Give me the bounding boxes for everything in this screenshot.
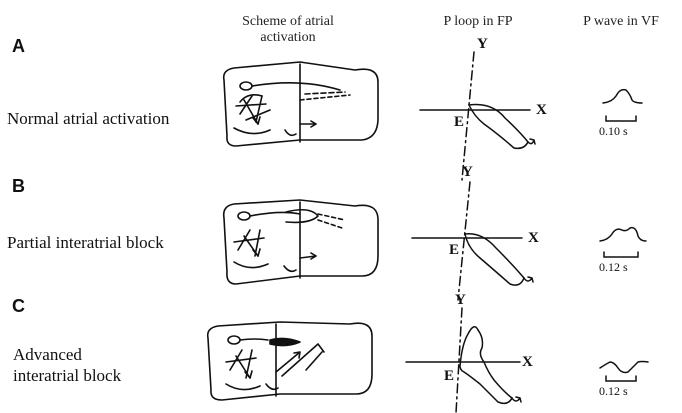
p-wave-b (599, 226, 647, 258)
scheme-a (222, 61, 379, 147)
row-c-label-line2: interatrial block (13, 366, 122, 385)
row-b-duration: 0.12 s (599, 260, 628, 274)
row-c-label: Advanced interatrial block (13, 344, 121, 386)
row-a-letter: A (12, 36, 25, 56)
header-ploop: P loop in FP (443, 14, 513, 29)
p-wave-c (599, 360, 649, 382)
row-c-label-line1: Advanced (13, 345, 82, 364)
p-loop-a (419, 51, 536, 181)
scheme-b (222, 199, 379, 285)
header-pwave: P wave in VF (583, 14, 659, 29)
header-scheme-line1: Scheme of atrial (242, 14, 334, 29)
row-c-duration: 0.12 s (599, 384, 628, 398)
p-wave-a (602, 88, 643, 122)
header-scheme-line2: activation (260, 30, 316, 45)
loop-c-e-label: E (444, 368, 455, 384)
row-a-duration: 0.10 s (599, 124, 628, 138)
row-b-label: Partial interatrial block (7, 233, 164, 252)
row-a-label: Normal atrial activation (7, 109, 170, 128)
row-b-letter: B (12, 176, 25, 196)
loop-a-x-label: X (536, 102, 547, 118)
loop-b-e-label: E (449, 242, 460, 258)
loop-b-x-label: X (528, 230, 539, 246)
loop-a-e-label: E (454, 114, 465, 130)
p-loop-c (405, 307, 522, 413)
header-scheme: Scheme of atrial activation (228, 14, 348, 46)
row-c-letter: C (12, 296, 25, 316)
loop-c-x-label: X (522, 354, 533, 370)
loop-c-y-label: Y (455, 292, 466, 308)
scheme-c (206, 321, 373, 401)
p-loop-b (411, 181, 534, 301)
loop-b-y-label: Y (462, 164, 473, 180)
loop-a-y-label: Y (477, 36, 488, 52)
